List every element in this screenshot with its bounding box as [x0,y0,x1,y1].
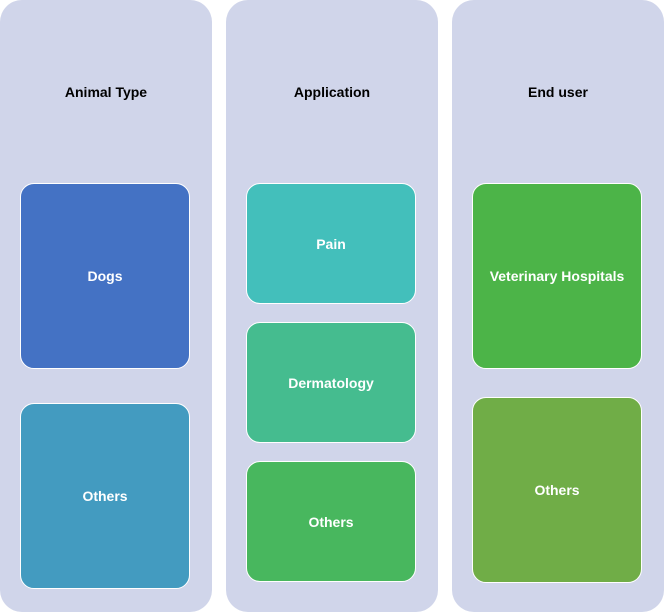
box-dermatology: Dermatology [246,322,416,443]
column-end-user: End user Veterinary Hospitals Others [452,0,664,612]
column-title: Animal Type [64,84,148,100]
column-animal-type: Animal Type Dogs Others [0,0,212,612]
box-end-user-others: Others [472,397,642,583]
box-application-others: Others [246,461,416,582]
column-title: Application [293,84,371,100]
box-dogs: Dogs [20,183,190,369]
column-application: Application Pain Dermatology Others [226,0,438,612]
column-title: End user [528,84,588,100]
box-veterinary-hospitals: Veterinary Hospitals [472,183,642,369]
box-animal-others: Others [20,403,190,589]
box-pain: Pain [246,183,416,304]
